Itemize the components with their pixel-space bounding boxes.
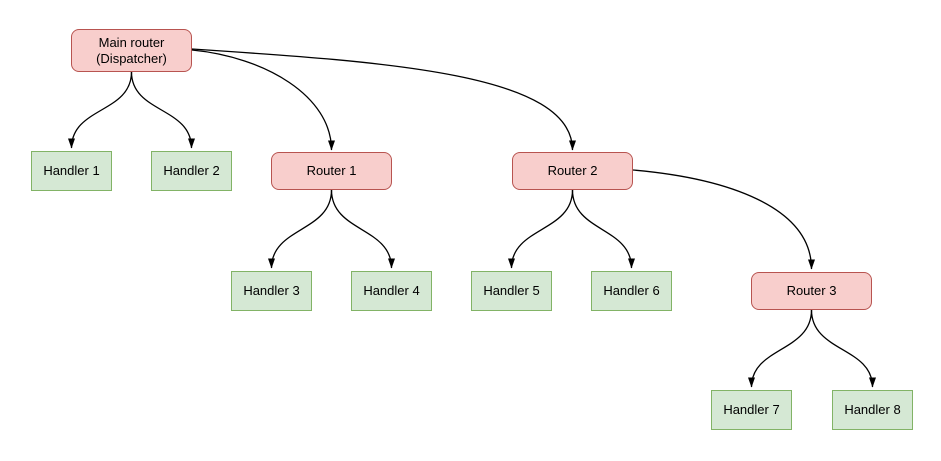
node-handler-7-label: Handler 7 bbox=[723, 402, 780, 417]
node-handler-3: Handler 3 bbox=[231, 271, 312, 311]
node-router-1-label: Router 1 bbox=[306, 163, 357, 178]
node-router-2: Router 2 bbox=[512, 152, 633, 190]
node-router-3-label: Router 3 bbox=[786, 283, 837, 298]
node-handler-2-label: Handler 2 bbox=[163, 163, 220, 178]
node-handler-3-label: Handler 3 bbox=[243, 283, 300, 298]
edge-router-2-to-router-3 bbox=[632, 169, 815, 270]
node-router-3: Router 3 bbox=[751, 272, 872, 310]
edge-main-to-router-1 bbox=[191, 49, 335, 151]
node-main-router-label: Main router (Dispatcher) bbox=[96, 34, 167, 66]
edge-main-to-handler-1 bbox=[68, 71, 133, 149]
edge-main-to-handler-2 bbox=[130, 71, 195, 149]
edge-router-1-to-handler-3 bbox=[268, 189, 333, 269]
node-handler-4-label: Handler 4 bbox=[363, 283, 420, 298]
node-router-2-label: Router 2 bbox=[547, 163, 598, 178]
node-handler-4: Handler 4 bbox=[351, 271, 432, 311]
node-handler-1-label: Handler 1 bbox=[43, 163, 100, 178]
node-handler-6-label: Handler 6 bbox=[603, 283, 660, 298]
edge-router-3-to-handler-7 bbox=[748, 309, 813, 388]
node-main-router: Main router (Dispatcher) bbox=[71, 29, 192, 72]
node-handler-5: Handler 5 bbox=[471, 271, 552, 311]
node-handler-2: Handler 2 bbox=[151, 151, 232, 191]
edge-main-to-router-2 bbox=[191, 48, 576, 151]
edge-router-3-to-handler-8 bbox=[810, 309, 876, 388]
node-handler-1: Handler 1 bbox=[31, 151, 112, 191]
node-handler-5-label: Handler 5 bbox=[483, 283, 540, 298]
edge-router-1-to-handler-4 bbox=[330, 189, 395, 269]
node-handler-6: Handler 6 bbox=[591, 271, 672, 311]
node-handler-7: Handler 7 bbox=[711, 390, 792, 430]
edge-router-2-to-handler-5 bbox=[508, 189, 574, 269]
edge-router-2-to-handler-6 bbox=[571, 189, 635, 269]
node-router-1: Router 1 bbox=[271, 152, 392, 190]
node-handler-8: Handler 8 bbox=[832, 390, 913, 430]
node-handler-8-label: Handler 8 bbox=[844, 402, 901, 417]
